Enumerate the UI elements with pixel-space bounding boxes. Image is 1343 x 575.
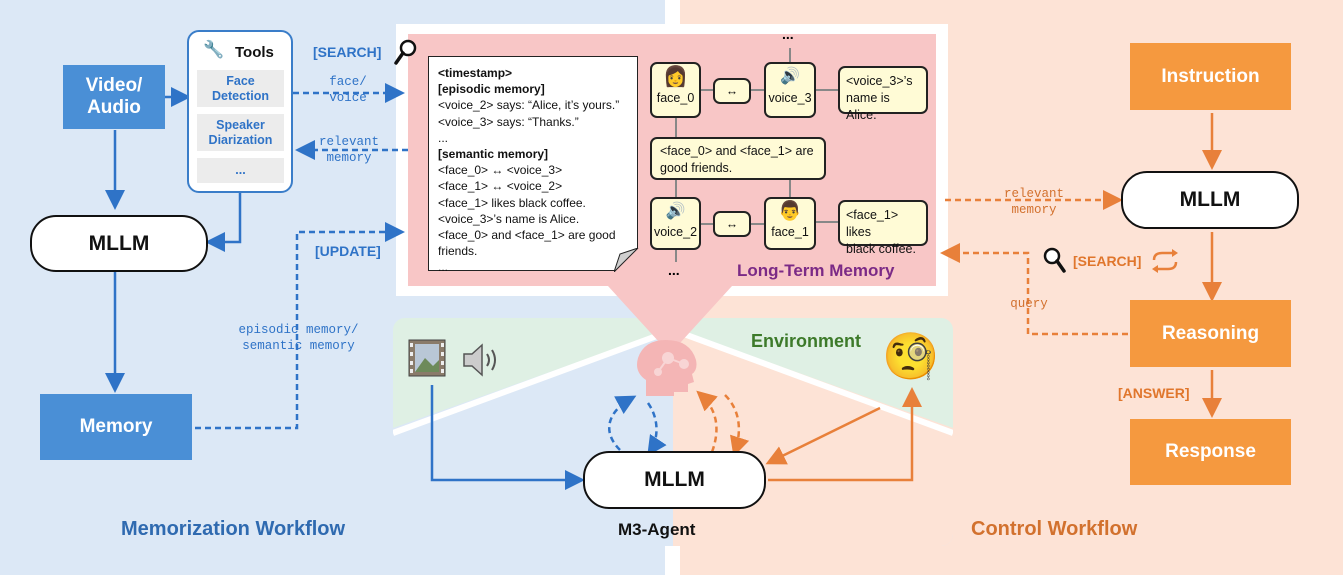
magnifier-icon (1042, 246, 1066, 281)
magnifier-icon (393, 38, 417, 73)
memory-line: ... (438, 130, 449, 145)
face-0-node: 👩 face_0 (650, 62, 701, 118)
tools-panel: 🔧 Tools Face Detection Speaker Diarizati… (187, 30, 293, 193)
note-friends: <face_0> and <face_1> are good friends. (650, 137, 826, 180)
control-workflow-title: Control Workflow (971, 518, 1138, 540)
relevant-memory-label-left: relevant memory (318, 135, 379, 165)
memorization-mllm: MLLM (30, 215, 208, 272)
memory-line: <face_1> ↔ <voice_2> (438, 179, 563, 194)
monocle-face-icon: 🧐 (882, 330, 940, 382)
tool-face-detection: Face Detection (197, 70, 284, 107)
reasoning-box: Reasoning (1130, 300, 1291, 367)
film-icon (407, 338, 447, 383)
dots-top: ... (782, 26, 794, 42)
answer-tag: [ANSWER] (1118, 385, 1190, 401)
memory-line: [episodic memory] (438, 82, 545, 97)
dots-bottom: ... (668, 262, 680, 278)
memory-line: <face_0> and <face_1> are good (438, 228, 616, 243)
control-mllm: MLLM (1121, 171, 1299, 229)
note-coffee: <face_1> likes black coffee. (838, 200, 928, 256)
memory-line: <face_1> likes black coffee. (438, 195, 586, 210)
voice-3-label: voice_3 (768, 91, 812, 105)
agent-name: M3-Agent (618, 520, 696, 539)
memory-line: ... (438, 260, 449, 275)
search-tag-memorization: [SEARCH] (313, 44, 382, 60)
arrow-node-bottom: ↔ (713, 211, 751, 237)
memory-line: <voice_2> says: “Alice, it’s yours.” (438, 98, 620, 113)
memory-wedge (608, 286, 732, 354)
woman-icon: 👩 (663, 66, 688, 88)
wrench-icon: 🔧 (203, 40, 225, 59)
video-audio-box: Video/ Audio (63, 65, 165, 129)
episodic-semantic-label: episodic memory/ semantic memory (238, 323, 359, 353)
note-alice: <voice_3>’s name is Alice. (838, 66, 928, 122)
document-fold (614, 248, 639, 272)
man-icon: 👨 (778, 201, 802, 222)
memory-line: <face_0> ↔ <voice_3> (438, 163, 563, 178)
environment-label: Environment (751, 331, 862, 351)
speaker-large-icon (462, 342, 504, 383)
face-1-node: 👨 face_1 (764, 197, 816, 250)
voice-3-node: 🔊 voice_3 (764, 62, 816, 118)
agent-mllm: MLLM (583, 451, 766, 509)
voice-2-node: 🔊 voice_2 (650, 197, 701, 250)
voice-2-label: voice_2 (653, 225, 698, 239)
response-box: Response (1130, 419, 1291, 485)
speaker-icon: 🔊 (665, 203, 686, 220)
memory-line: <voice_3> says: “Thanks.” (438, 114, 579, 129)
update-tag: [UPDATE] (315, 243, 381, 259)
repeat-icon (1150, 248, 1180, 279)
arrow-node-top: ↔ (713, 78, 751, 104)
tool-speaker-diarization: Speaker Diarization (197, 114, 284, 151)
memory-line: [semantic memory] (438, 147, 549, 162)
tools-title: Tools (235, 44, 274, 61)
memory-document: <timestamp> [episodic memory]<voice_2> sa… (428, 56, 638, 274)
instruction-box: Instruction (1130, 43, 1291, 110)
memory-line: <voice_3>’s name is Alice. (438, 211, 580, 226)
query-label: query (1010, 297, 1048, 311)
search-tag-control: [SEARCH] (1073, 253, 1142, 269)
brain-icon (632, 336, 704, 405)
long-term-memory-title: Long-Term Memory (737, 261, 895, 280)
face-voice-label: face/ voice (329, 75, 367, 105)
memorization-workflow-title: Memorization Workflow (121, 518, 346, 540)
memory-box: Memory (40, 394, 192, 460)
memory-line: friends. (438, 244, 478, 259)
memory-line: <timestamp> (438, 66, 513, 80)
speaker-icon: 🔊 (780, 68, 800, 85)
face-0-label: face_0 (656, 91, 695, 105)
tool-more: ... (197, 158, 284, 183)
face-1-label: face_1 (771, 225, 809, 239)
memory-document-lines: <timestamp> [episodic memory]<voice_2> sa… (429, 57, 637, 276)
relevant-memory-label-right: relevant memory (1003, 187, 1064, 217)
